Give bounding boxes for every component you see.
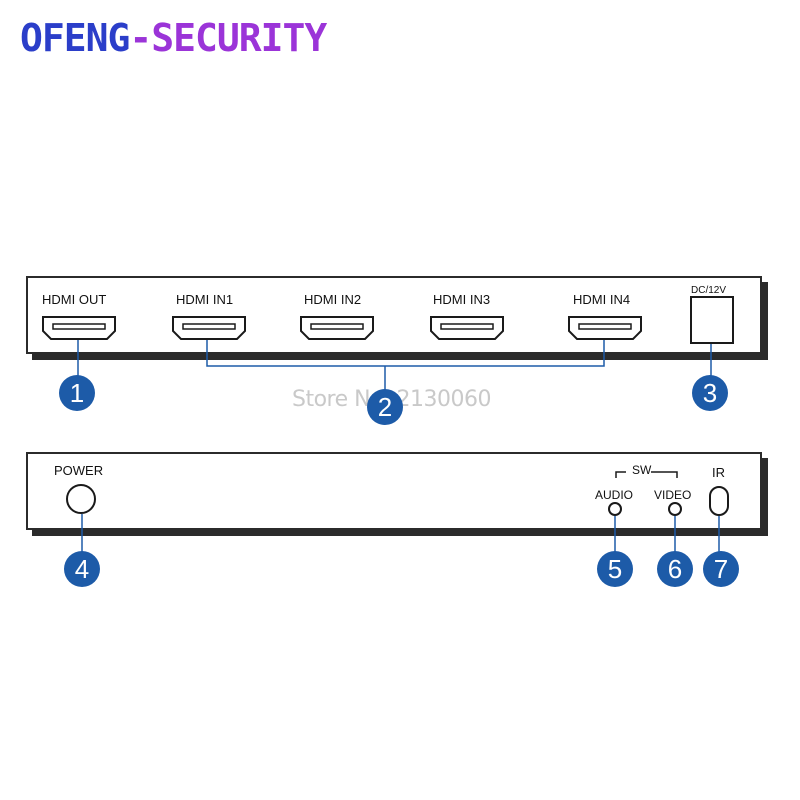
video-switch-button [668,502,682,516]
callout-7: 7 [703,551,739,587]
callout-1: 1 [59,375,95,411]
power-button [66,484,96,514]
callout-3: 3 [692,375,728,411]
power-label: POWER [54,463,104,478]
video-label: VIDEO [654,488,692,502]
hdmi-in1-port [172,316,246,340]
hdmi-out-label: HDMI OUT [42,292,107,307]
audio-label: AUDIO [595,488,634,502]
ir-sensor [709,486,729,516]
dc-12v-label: DC/12V [691,285,727,296]
hdmi-in2-label: HDMI IN2 [304,292,362,307]
brand-separator: - [129,16,152,60]
brand-part2: SECURITY [151,16,327,60]
brand-part1: OFENG [20,16,130,60]
ir-label: IR [712,465,725,480]
hdmi-in3-label: HDMI IN3 [433,292,491,307]
callout-2: 2 [367,389,403,425]
hdmi-in1-label: HDMI IN1 [176,292,234,307]
rear-panel [26,276,762,354]
hdmi-in4-label: HDMI IN4 [573,292,631,307]
callout-6: 6 [657,551,693,587]
hdmi-out-port [42,316,116,340]
front-panel [26,452,762,530]
callout-5: 5 [597,551,633,587]
hdmi-in3-port [430,316,504,340]
audio-switch-button [608,502,622,516]
sw-label: SW [632,463,652,477]
hdmi-in4-port [568,316,642,340]
callout-4: 4 [64,551,100,587]
hdmi-in2-port [300,316,374,340]
brand-logo: OFENG-SECURITY [20,16,327,60]
dc-power-jack [690,296,734,344]
